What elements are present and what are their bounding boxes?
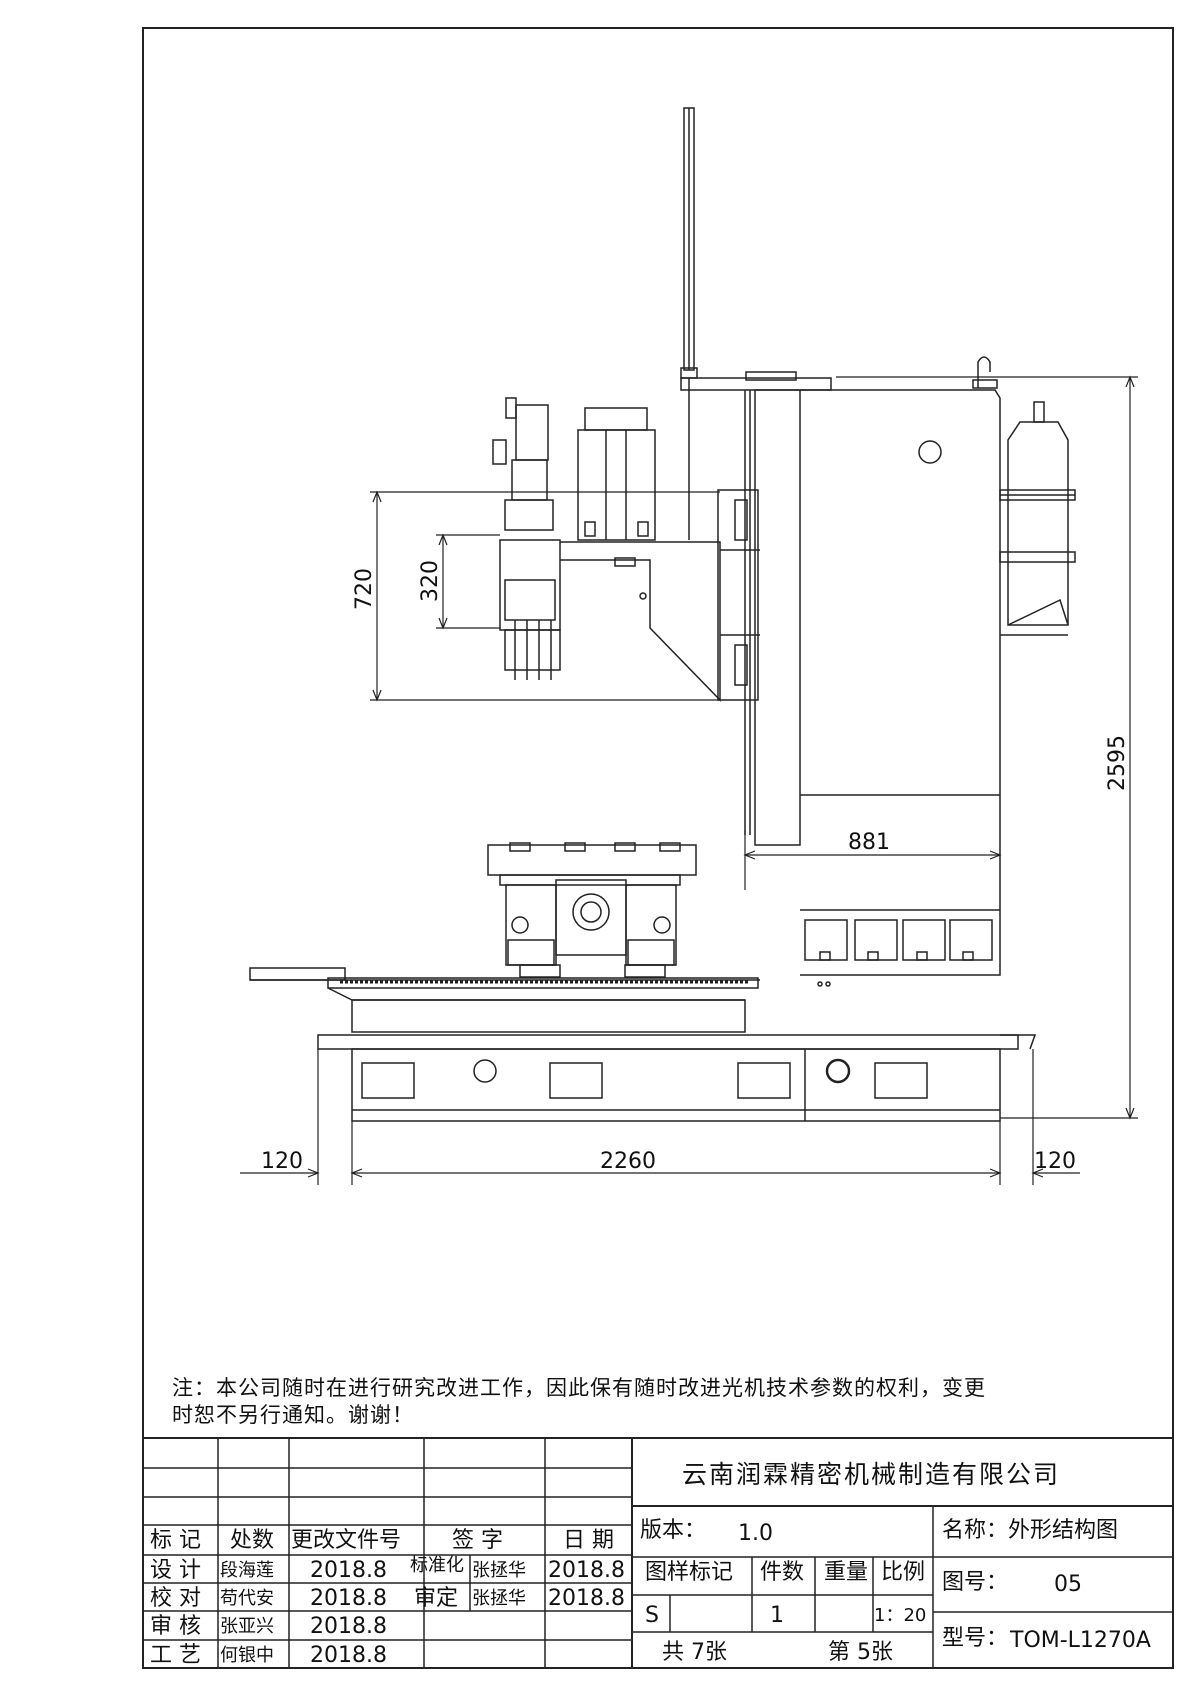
name-approve: 张拯华: [472, 1588, 526, 1609]
header-sign: 签 字: [452, 1528, 503, 1553]
column-top: [680, 371, 832, 391]
total-sheets: 共 7张: [662, 1640, 727, 1665]
sample-value: S: [645, 1603, 659, 1628]
machine-base: [317, 1034, 1037, 1122]
rotary-table: [487, 842, 697, 978]
date-approve: 2018.8: [548, 1586, 625, 1611]
header-count: 处数: [230, 1528, 275, 1553]
model-label: 型号：: [942, 1626, 1009, 1651]
sheet-number: 第 5张: [828, 1640, 893, 1665]
drawing-frame: [142, 27, 1174, 1669]
dim-120-left: 120: [261, 1149, 303, 1174]
role-approve: 审定: [414, 1586, 459, 1611]
header-doc: 更改文件号: [291, 1528, 402, 1553]
tool-changer: [492, 397, 561, 680]
name-review: 张亚兴: [220, 1616, 274, 1637]
dim-2595: 2595: [1105, 735, 1130, 791]
gas-tank: [999, 401, 1076, 636]
col-quantity: 件数: [760, 1560, 805, 1585]
dim-320: 320: [418, 560, 443, 602]
version-value: 1.0: [738, 1521, 773, 1546]
notice-text: 注：本公司随时在进行研究改进工作，因此保有随时改进光机技术参数的权利，变更 时恕…: [172, 1375, 1162, 1429]
dim-881: 881: [848, 830, 890, 855]
dim-720: 720: [352, 568, 377, 610]
drawing-number-label: 图号：: [942, 1570, 1009, 1595]
dimension-lines: [240, 375, 1138, 1185]
notice-line-1: 注：本公司随时在进行研究改进工作，因此保有随时改进光机技术参数的权利，变更: [172, 1376, 986, 1400]
date-process: 2018.8: [310, 1643, 387, 1668]
date-standard: 2018.8: [548, 1558, 625, 1583]
title-block-grid: [143, 1437, 1173, 1668]
spindle-motor: [577, 407, 656, 541]
notice-line-2: 时恕不另行通知。谢谢！: [172, 1403, 414, 1427]
version-label: 版本：: [640, 1518, 707, 1543]
role-standard: 标准化: [410, 1555, 464, 1576]
quantity-value: 1: [770, 1603, 784, 1628]
col-weight: 重量: [824, 1560, 869, 1585]
drawing-number-value: 05: [1054, 1572, 1082, 1597]
dim-2260: 2260: [600, 1149, 656, 1174]
guide-rod: [680, 107, 698, 540]
role-design: 设 计: [150, 1558, 201, 1583]
name-design: 段海莲: [220, 1560, 274, 1581]
role-check: 校 对: [150, 1586, 201, 1611]
scale-value: 1：20: [874, 1605, 927, 1626]
company-name: 云南润霖精密机械制造有限公司: [682, 1460, 1061, 1489]
date-design: 2018.8: [310, 1558, 387, 1583]
name-check: 苟代安: [220, 1588, 274, 1609]
col-scale: 比例: [881, 1560, 926, 1585]
col-sample-mark: 图样标记: [645, 1560, 734, 1585]
column-body: [744, 356, 1001, 987]
drawing-name: 名称：外形结构图: [942, 1518, 1119, 1543]
dim-120-right: 120: [1034, 1149, 1076, 1174]
name-standard: 张拯华: [472, 1560, 526, 1581]
bed-rails: [249, 967, 760, 1033]
date-check: 2018.8: [310, 1586, 387, 1611]
spindle-head: [560, 489, 760, 702]
header-mark: 标 记: [150, 1528, 201, 1553]
name-process: 何银中: [220, 1645, 274, 1666]
model-value: TOM-L1270A: [1010, 1628, 1151, 1653]
role-review: 审 核: [150, 1614, 201, 1639]
header-date: 日 期: [563, 1528, 614, 1553]
role-process: 工 艺: [150, 1643, 201, 1668]
date-review: 2018.8: [310, 1614, 387, 1639]
